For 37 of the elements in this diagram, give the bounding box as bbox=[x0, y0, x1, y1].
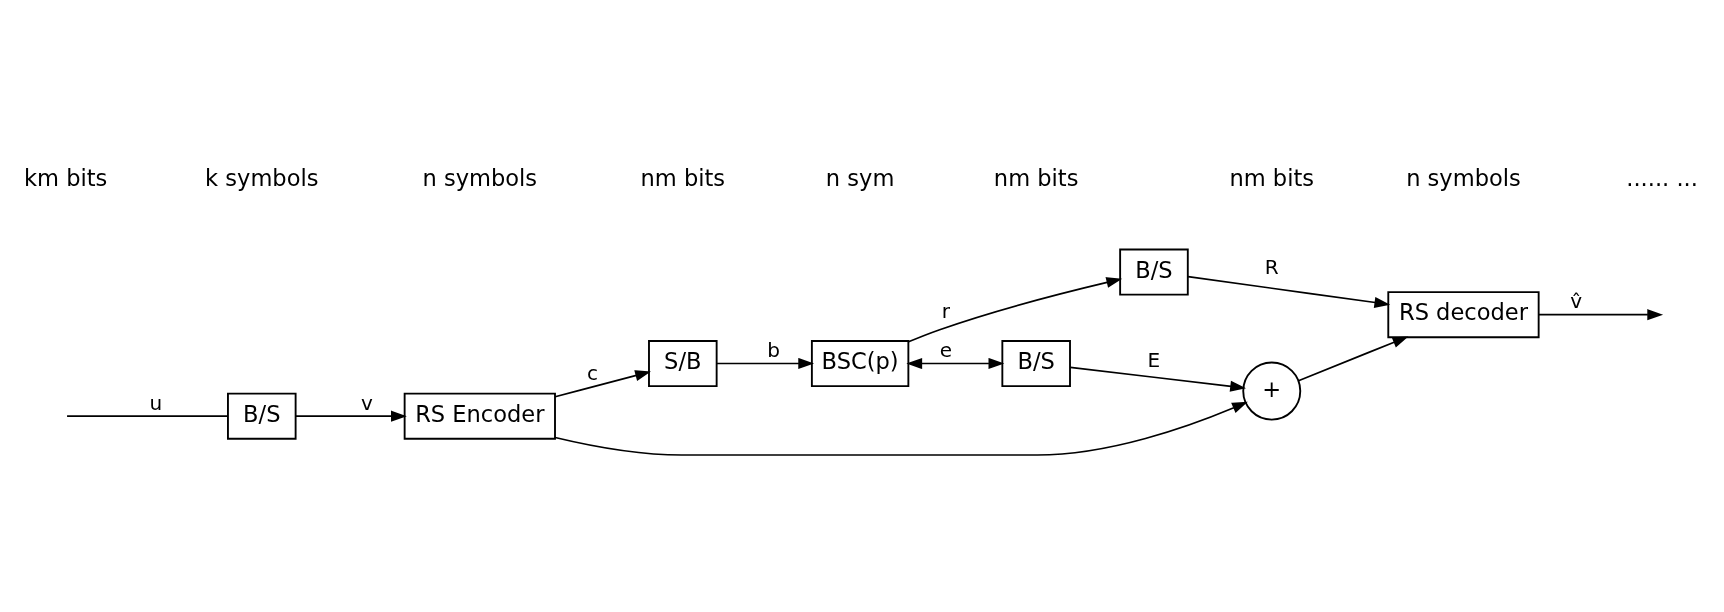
arrow bbox=[907, 276, 1123, 343]
label: ...... ... bbox=[1626, 164, 1698, 191]
node-box: B/S bbox=[1119, 248, 1189, 296]
node-box: B/S bbox=[1001, 339, 1071, 387]
edge-label: c bbox=[587, 360, 599, 385]
node-box: RS decoder bbox=[1387, 290, 1540, 338]
arrow bbox=[716, 357, 815, 369]
edge-label: u bbox=[149, 390, 163, 415]
edge-label: v bbox=[361, 390, 373, 415]
arrow bbox=[906, 357, 1005, 369]
arrow bbox=[294, 410, 407, 422]
label: n symbols bbox=[1406, 164, 1521, 191]
node-box: B/S bbox=[227, 392, 297, 440]
arrow bbox=[1069, 366, 1246, 392]
label: n sym bbox=[825, 164, 895, 191]
edge-label: E bbox=[1147, 347, 1161, 372]
arrow bbox=[1297, 335, 1409, 382]
arrow bbox=[1538, 308, 1664, 320]
arrow bbox=[1187, 275, 1391, 308]
edge-label: e bbox=[939, 337, 953, 362]
label: k symbols bbox=[205, 164, 319, 191]
label: nm bits bbox=[993, 164, 1079, 191]
label: nm bits bbox=[1229, 164, 1315, 191]
edge-label: r bbox=[941, 298, 951, 323]
node-box: BSC(p) bbox=[810, 339, 910, 387]
edge-label: v̂ bbox=[1570, 288, 1583, 313]
node-box: RS Encoder bbox=[403, 392, 556, 440]
edge-label: b bbox=[767, 337, 781, 362]
arrow bbox=[554, 369, 651, 397]
node-box: S/B bbox=[648, 339, 718, 387]
arrow bbox=[554, 401, 1248, 456]
node-circle: + bbox=[1242, 361, 1302, 421]
edge-label: R bbox=[1264, 254, 1279, 279]
label: km bits bbox=[24, 164, 108, 191]
label: nm bits bbox=[640, 164, 726, 191]
label: n symbols bbox=[422, 164, 538, 191]
connector bbox=[66, 414, 229, 417]
